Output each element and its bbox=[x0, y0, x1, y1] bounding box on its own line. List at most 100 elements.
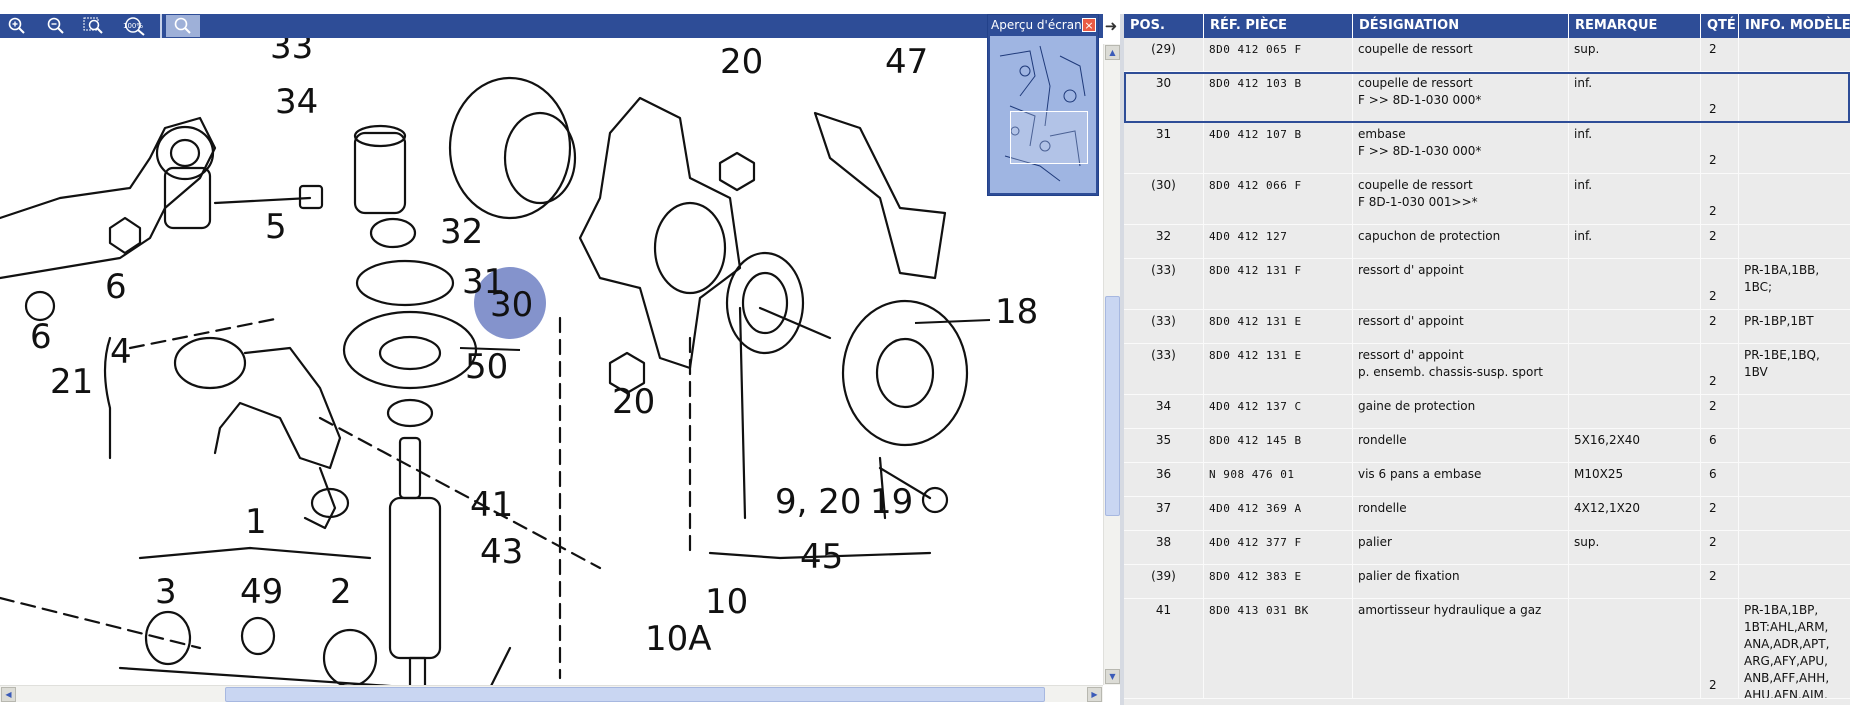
callout-5[interactable]: 5 bbox=[265, 207, 287, 247]
scroll-down-icon[interactable]: ▼ bbox=[1105, 669, 1120, 684]
zoom-in-icon bbox=[8, 17, 25, 34]
cell-ref: 8D0 412 131 F bbox=[1204, 259, 1353, 309]
drawing-vertical-scrollbar[interactable]: ▲ ▼ bbox=[1103, 44, 1120, 685]
callout-31[interactable]: 31 bbox=[462, 262, 505, 302]
col-header-qte[interactable]: QTÉ bbox=[1701, 14, 1739, 38]
horizontal-scroll-thumb[interactable] bbox=[225, 687, 1045, 702]
callout-4[interactable]: 4 bbox=[110, 332, 132, 372]
cell-info-modele bbox=[1739, 225, 1850, 258]
cell-designation: ressort d' appoint bbox=[1353, 259, 1569, 309]
toolbar-separator bbox=[160, 14, 162, 38]
cell-designation: coupelle de ressort F >> 8D-1-030 000* bbox=[1353, 72, 1569, 122]
cell-qte: 2 bbox=[1701, 72, 1739, 122]
cell-remarque bbox=[1569, 395, 1701, 428]
callout-9-20[interactable]: 9, 20 bbox=[775, 482, 862, 522]
callout-6[interactable]: 6 bbox=[105, 267, 127, 307]
cell-pos: (39) bbox=[1124, 565, 1204, 598]
scroll-left-icon[interactable]: ◀ bbox=[1, 687, 16, 702]
drawing-horizontal-scrollbar[interactable]: ◀ ▶ bbox=[0, 685, 1103, 702]
highlight-callout-30[interactable] bbox=[474, 267, 546, 339]
overview-viewport[interactable] bbox=[1010, 111, 1088, 164]
cell-qte: 2 bbox=[1701, 174, 1739, 224]
callout-6b[interactable]: 6 bbox=[30, 317, 52, 357]
col-header-info-modele[interactable]: INFO. MODÈLE bbox=[1745, 18, 1850, 33]
callout-19[interactable]: 19 bbox=[870, 482, 913, 522]
cell-designation: amortisseur hydraulique a gaz bbox=[1353, 599, 1569, 698]
suspension-diagram: 33 34 5 6 6 4 21 1 3 49 2 32 31 30 50 41… bbox=[0, 38, 1038, 685]
cell-pos: (29) bbox=[1124, 38, 1204, 71]
callout-45[interactable]: 45 bbox=[800, 537, 843, 577]
cell-info-modele bbox=[1739, 429, 1850, 462]
zoom-fit-button[interactable] bbox=[78, 15, 112, 37]
cell-info-modele: PR-1BE,1BQ, 1BV bbox=[1744, 348, 1820, 379]
callout-2[interactable]: 2 bbox=[330, 572, 352, 612]
col-header-pos[interactable]: POS. bbox=[1124, 14, 1204, 38]
close-icon[interactable]: × bbox=[1082, 18, 1096, 32]
callout-41[interactable]: 41 bbox=[470, 485, 513, 525]
pane-divider[interactable] bbox=[1120, 14, 1124, 705]
callout-47[interactable]: 47 bbox=[885, 42, 928, 82]
cell-ref: 8D0 412 131 E bbox=[1204, 344, 1353, 394]
zoom-fit-icon bbox=[83, 17, 103, 34]
callout-34[interactable]: 34 bbox=[275, 82, 318, 122]
callout-10a[interactable]: 10A bbox=[645, 619, 712, 659]
parts-table-header: POS. RÉF. PIÈCE DÉSIGNATION REMARQUE QTÉ… bbox=[1124, 14, 1850, 38]
col-header-designation[interactable]: DÉSIGNATION bbox=[1353, 14, 1569, 38]
overview-thumbnail[interactable] bbox=[990, 36, 1096, 193]
col-header-ref[interactable]: RÉF. PIÈCE bbox=[1204, 14, 1353, 38]
scroll-right-icon[interactable]: ▶ bbox=[1087, 687, 1102, 702]
cell-info-modele bbox=[1739, 174, 1850, 224]
zoom-out-button[interactable] bbox=[39, 15, 73, 37]
cell-qte: 2 bbox=[1701, 38, 1739, 71]
scroll-up-icon[interactable]: ▲ bbox=[1105, 45, 1120, 60]
col-header-remarque[interactable]: REMARQUE bbox=[1569, 14, 1701, 38]
callout-49[interactable]: 49 bbox=[240, 572, 283, 612]
cell-qte: 2 bbox=[1701, 599, 1739, 698]
cell-designation: palier bbox=[1353, 531, 1569, 564]
callout-50[interactable]: 50 bbox=[465, 347, 508, 387]
split-toggle-arrow-icon[interactable]: ➜ bbox=[1104, 17, 1118, 35]
callout-32[interactable]: 32 bbox=[440, 212, 483, 252]
callout-1[interactable]: 1 bbox=[245, 502, 267, 542]
callout-3[interactable]: 3 bbox=[155, 572, 177, 612]
cell-remarque bbox=[1569, 599, 1701, 698]
bushing-shape bbox=[155, 125, 215, 181]
parts-table: POS. RÉF. PIÈCE DÉSIGNATION REMARQUE QTÉ… bbox=[1124, 14, 1850, 705]
callout-30[interactable]: 30 bbox=[490, 285, 533, 325]
callout-18[interactable]: 18 bbox=[995, 292, 1038, 332]
search-button[interactable] bbox=[166, 15, 200, 37]
callout-33[interactable]: 33 bbox=[270, 38, 313, 67]
overview-panel: Aperçu d'écran × bbox=[987, 14, 1099, 196]
cell-pos: 41 bbox=[1124, 599, 1204, 698]
callout-10[interactable]: 10 bbox=[705, 582, 748, 622]
vertical-scroll-thumb[interactable] bbox=[1105, 296, 1120, 516]
callout-21[interactable]: 21 bbox=[50, 362, 93, 402]
zoom-in-button[interactable] bbox=[0, 15, 34, 37]
cell-ref: 4D0 412 369 A bbox=[1204, 497, 1353, 530]
exploded-parts-drawing[interactable]: 33 34 5 6 6 4 21 1 3 49 2 32 31 30 50 41… bbox=[0, 38, 1103, 685]
callout-20a[interactable]: 20 bbox=[720, 42, 763, 82]
cell-ref: 8D0 412 383 E bbox=[1204, 565, 1353, 598]
cell-pos: (33) bbox=[1124, 310, 1204, 343]
callout-43[interactable]: 43 bbox=[480, 532, 523, 572]
callout-20b[interactable]: 20 bbox=[612, 382, 655, 422]
zoom-100-icon: 100% bbox=[123, 17, 145, 36]
zoom-100-button[interactable]: 100% bbox=[117, 15, 151, 37]
